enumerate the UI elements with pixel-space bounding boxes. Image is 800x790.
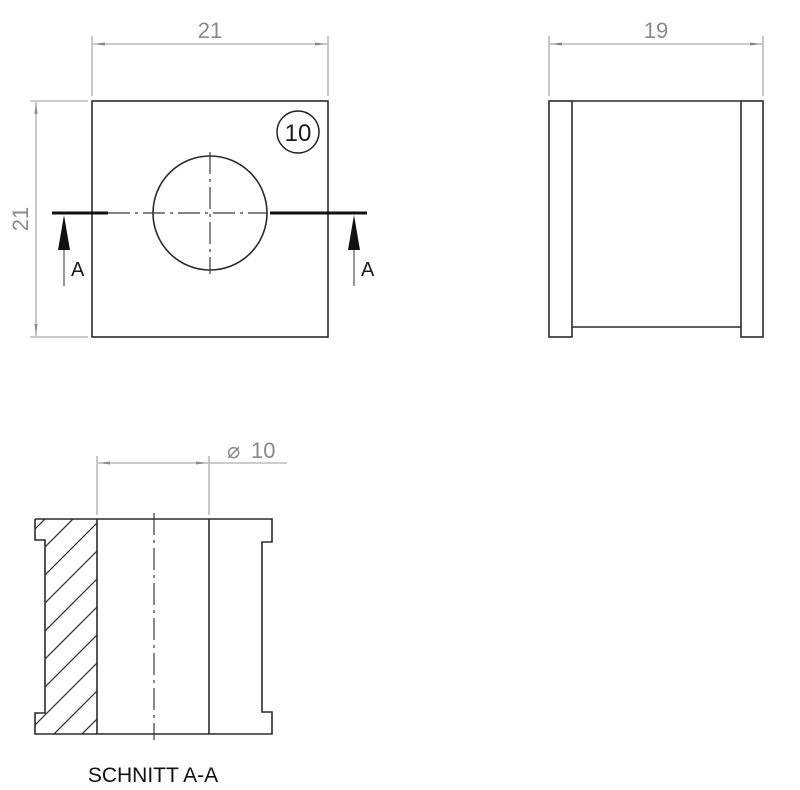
side-width-value: 19 — [644, 18, 668, 43]
section-arrow-left: A — [58, 215, 85, 286]
diameter-symbol: ⌀ — [227, 438, 240, 463]
section-view: ⌀ 10 SCHNITT A-A — [34, 438, 287, 787]
left-flange — [548, 100, 573, 338]
side-view: 19 — [548, 18, 764, 338]
diameter-dimension: ⌀ 10 — [96, 438, 287, 515]
front-height-value: 21 — [8, 207, 33, 231]
front-width-value: 21 — [198, 18, 222, 43]
arrow-up-icon — [58, 215, 70, 250]
section-caption: SCHNITT A-A — [88, 764, 218, 787]
section-outline — [34, 518, 273, 735]
diameter-value: 10 — [251, 438, 275, 463]
front-view-outline — [91, 100, 329, 338]
arrow-up-icon — [348, 215, 360, 250]
section-arrow-right: A — [348, 215, 375, 286]
front-width-dimension: 21 — [91, 18, 329, 96]
front-view: A A 10 21 21 — [8, 18, 375, 338]
balloon-number: 10 — [285, 120, 312, 147]
section-label-left: A — [71, 259, 85, 281]
item-balloon: 10 — [276, 110, 320, 154]
side-width-dimension: 19 — [548, 18, 764, 96]
section-label-right: A — [361, 259, 375, 281]
balloon-circle-icon — [276, 110, 320, 154]
front-height-dimension: 21 — [8, 100, 88, 338]
right-flange — [740, 100, 764, 338]
